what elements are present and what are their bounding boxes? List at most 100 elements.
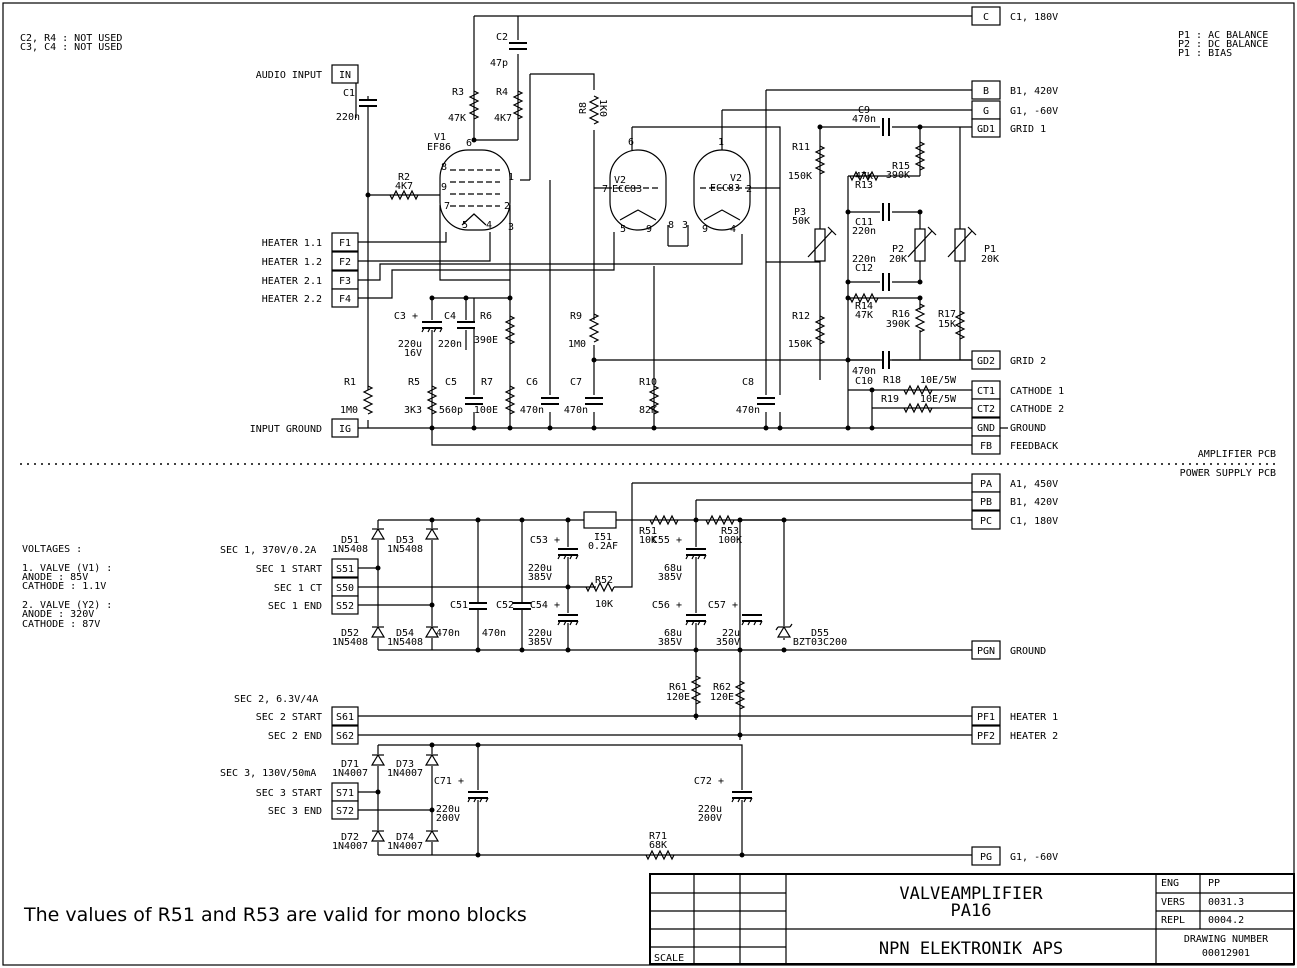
r1-value: 1M0 [340,405,358,416]
connector-s72-pin: S72 [336,806,354,817]
c54-rating: 385V [528,637,552,648]
component-c56 [685,613,707,626]
component-c72 [731,790,753,803]
component-r13 [849,170,879,182]
component-d71 [370,753,386,766]
r7-value: 100E [474,405,498,416]
scale-label: SCALE [654,953,684,964]
svg-text:4: 4 [730,224,736,235]
d74-value: 1N4007 [387,841,423,852]
r15-name: R15 [892,161,910,172]
v1-heading: 1. VALVE (V1) : [22,563,112,574]
component-c11 [882,203,890,221]
connector-pc-pin: PC [980,516,992,527]
note-not-used-2: C3, C4 : NOT USED [20,42,122,53]
r13-value: 47K [855,171,873,182]
component-r7 [504,385,516,415]
r8-value: 1K0 [597,99,608,117]
c55-name: C55 + [652,535,682,546]
connector-pf1-label: HEATER 1 [1010,712,1058,723]
r62-name: R62 [713,682,731,693]
d52-name: D52 [341,628,359,639]
connector-pa-pin: PA [980,479,992,490]
connector-s50-pin: S50 [336,583,354,594]
c2-value: 47p [490,58,508,69]
v1-name: V1 [434,132,446,143]
r14-name: R14 [855,301,873,312]
r62-value: 120E [710,692,734,703]
r53-name: R53 [721,526,739,537]
component-r6 [504,315,516,345]
r61-value: 120E [666,692,690,703]
component-p2 [907,226,937,262]
c1-value: 220n [336,112,360,123]
voltages-table: VOLTAGES : 1. VALVE (V1) : ANODE : 85V C… [22,544,112,630]
r12-value: 150K [788,339,812,350]
component-c7 [585,397,603,405]
d53-name: D53 [396,535,414,546]
component-r51 [649,514,679,526]
amplifier-wiring [355,15,1008,446]
c11-name: C11 [855,217,873,228]
r17-name: R17 [938,309,956,320]
c54-name: C54 + [530,600,560,611]
title-line-2: PA16 [951,901,992,921]
connector-s52-label: SEC 1 END [268,601,322,612]
d54-name: D54 [396,628,414,639]
r51-value: 10K [639,535,657,546]
connector-s52-pin: S52 [336,601,354,612]
repl-label: REPL [1161,915,1185,926]
r52-name: R52 [595,575,613,586]
c8-value: 470n [736,405,760,416]
r6-value: 390E [474,335,498,346]
component-c57 [741,613,763,626]
r61-name: R61 [669,682,687,693]
component-symbols [359,42,977,861]
c9-value: 470n [852,114,876,125]
r7-name: R7 [481,377,493,388]
connector-s71-pin: S71 [336,788,354,799]
d55-value: BZT03C200 [793,637,847,648]
connector-s61-label: SEC 2 START [256,712,322,723]
r18-value: 10E/5W [920,375,957,386]
sec1-label: SEC 1, 370V/0.2A [220,545,316,556]
component-c5 [465,397,483,405]
d72-value: 1N4007 [332,841,368,852]
component-r1 [362,385,374,415]
d71-value: 1N4007 [332,768,368,779]
connector-g-pin: G [983,106,989,117]
component-c52 [513,602,531,610]
component-p3 [807,226,837,262]
r9-name: R9 [570,311,582,322]
svg-text:9: 9 [646,224,652,235]
c12-value: 220n [852,254,876,265]
v1-cathode: CATHODE : 1.1V [22,581,106,592]
d51-value: 1N5408 [332,544,368,555]
component-c53 [557,547,579,560]
connector-s62-pin: S62 [336,731,354,742]
label-r7: R7 100E [474,377,498,416]
connector-f3-pin: F3 [339,276,351,287]
c2-name: C2 [496,32,508,43]
v1-anode: ANODE : 85V [22,572,88,583]
c71-rating: 200V [436,813,460,824]
c9-name: C9 [858,105,870,116]
c71-value: 220u [436,804,460,815]
c7-value: 470n [564,405,588,416]
component-r15 [914,141,926,171]
